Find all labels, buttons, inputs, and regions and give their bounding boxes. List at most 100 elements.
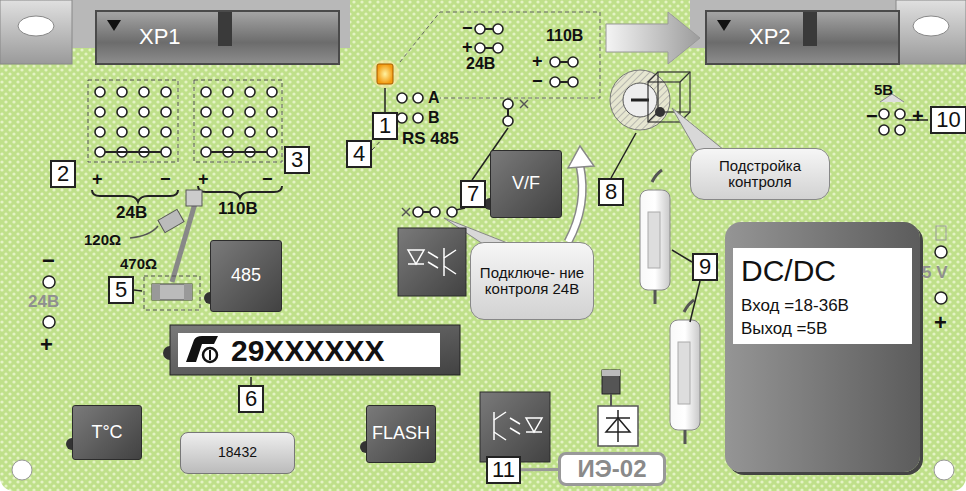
- node-title: 10: [936, 108, 960, 132]
- node-title: V/F: [512, 174, 540, 194]
- connector-xp2: XP2: [705, 10, 900, 65]
- node-title: 2: [57, 162, 69, 186]
- jumper-pin: [223, 107, 233, 117]
- temp-sensor-chip: T°C: [72, 405, 142, 460]
- jumper-pin: [201, 127, 211, 137]
- board-marking: +: [532, 52, 543, 70]
- node-title: Подключе- ние контроля 24В: [477, 265, 587, 298]
- jumper-pin: [95, 127, 105, 137]
- model-label: ИЭ-02: [558, 452, 666, 486]
- node-title: 1: [379, 114, 391, 138]
- node-title: 9: [699, 255, 711, 279]
- board-marking: 110В: [218, 200, 258, 217]
- mcu-label: 29XXXXXX: [225, 333, 440, 367]
- board-marking: 5В: [874, 82, 893, 97]
- node-title: 485: [231, 266, 261, 286]
- jumper-pin: [139, 107, 149, 117]
- node-title: 4: [353, 142, 365, 166]
- node-title: 18432: [218, 445, 257, 460]
- jumper-pin: [161, 147, 171, 157]
- node-text: Вход =18-36В: [741, 297, 849, 316]
- board-marking: A: [428, 90, 440, 106]
- callout-number: 5: [108, 276, 134, 304]
- node-text: Выход =5В: [741, 320, 827, 339]
- board-marking: 110В: [546, 28, 583, 44]
- jumper-pin: [267, 87, 277, 97]
- board-marking: +: [198, 170, 209, 188]
- jumper-pin: [161, 87, 171, 97]
- node-title: 5: [115, 278, 127, 302]
- node-title: T°C: [91, 423, 122, 443]
- node-title: XP2: [749, 25, 791, 49]
- board-marking: 5 V: [922, 264, 948, 281]
- board-marking: 120Ω: [84, 232, 121, 247]
- jumper-pin: [201, 147, 211, 157]
- callout-number: 4: [346, 140, 372, 168]
- dcdc-module: DC/DC Вход =18-36В Выход =5В: [725, 222, 920, 472]
- board-marking: RS 485: [402, 130, 459, 147]
- callout-number: 9: [692, 253, 718, 281]
- callout-number: 7: [460, 180, 486, 208]
- jumper-pin: [223, 87, 233, 97]
- node-title: 7: [467, 182, 479, 206]
- board-marking: +: [40, 334, 53, 356]
- board-marking: +: [92, 170, 103, 188]
- callout-number: 1: [372, 112, 398, 140]
- rs485-chip: 485: [210, 240, 282, 312]
- callout-number: 11: [486, 456, 521, 484]
- node-title: 3: [291, 148, 303, 172]
- board-marking: −: [160, 170, 171, 188]
- board-marking: −: [42, 250, 55, 272]
- board-marking: −: [462, 19, 473, 37]
- jumper-pin: [95, 87, 105, 97]
- jumper-pin: [161, 107, 171, 117]
- board-marking: B: [428, 110, 440, 126]
- board-marking: +: [912, 106, 924, 126]
- jumper-pin: [267, 107, 277, 117]
- note-bubble: Подключе- ние контроля 24В: [470, 242, 594, 320]
- board-marking: −: [532, 72, 543, 90]
- jumper-pin: [161, 127, 171, 137]
- flash-chip: FLASH: [366, 405, 436, 463]
- connector-xp1: XP1: [95, 10, 340, 65]
- callout-number: 8: [598, 178, 624, 206]
- node-title: FLASH: [372, 424, 430, 444]
- node-title: DC/DC: [741, 254, 836, 287]
- crystal: 18432: [180, 432, 295, 474]
- node-title: 8: [605, 180, 617, 204]
- callout-number: 2: [50, 160, 76, 188]
- node-title: 29XXXXXX: [231, 334, 384, 367]
- board-marking: 470Ω: [120, 256, 157, 271]
- label-panel: DC/DC Вход =18-36В Выход =5В: [733, 248, 912, 344]
- jumper-pin: [139, 87, 149, 97]
- jumper-pin: [267, 127, 277, 137]
- jumper-pin: [223, 127, 233, 137]
- jumper-pin: [201, 87, 211, 97]
- board-marking: +: [934, 312, 947, 334]
- board-marking: −: [866, 106, 878, 126]
- jumper-pin: [95, 147, 105, 157]
- jumper-pin: [245, 107, 255, 117]
- jumper-pin: [95, 107, 105, 117]
- vf-chip: V/F: [490, 150, 562, 218]
- jumper-pin: [245, 87, 255, 97]
- jumper-pin: [117, 107, 127, 117]
- callout-number: 10: [930, 106, 966, 134]
- board-marking: +: [462, 38, 473, 56]
- jumper-pin: [201, 107, 211, 117]
- jumper-pin: [117, 127, 127, 137]
- jumper-pin: [139, 127, 149, 137]
- callout-number: 3: [284, 146, 310, 174]
- node-title: 11: [492, 458, 515, 482]
- note-bubble: Подстройка контроля: [690, 148, 830, 200]
- node-title: ИЭ-02: [577, 456, 646, 482]
- board-marking: 24В: [466, 56, 495, 72]
- node-title: 6: [245, 387, 257, 411]
- node-title: Подстройка контроля: [697, 158, 823, 191]
- connector-line: [521, 469, 558, 470]
- node-title: XP1: [139, 25, 181, 49]
- jumper-pin: [117, 87, 127, 97]
- jumper-pin: [245, 127, 255, 137]
- jumper-pin: [267, 147, 277, 157]
- callout-number: 6: [238, 385, 264, 413]
